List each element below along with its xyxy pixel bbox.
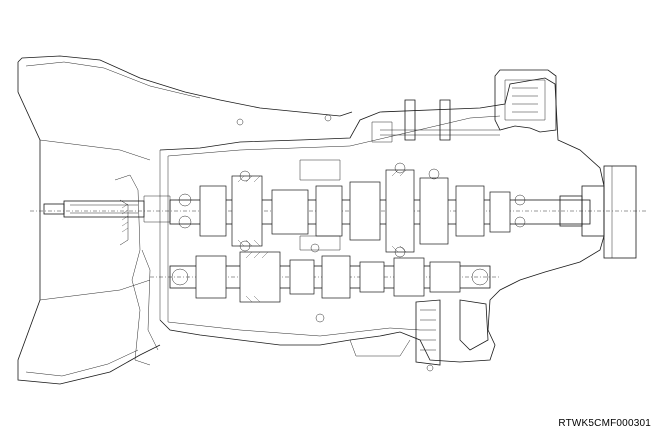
reverse-idler-housing (349, 299, 489, 372)
main-shaft (30, 162, 648, 258)
main-case (159, 77, 605, 363)
input-shaft (43, 195, 171, 223)
output-flange (559, 165, 637, 259)
shift-tower (371, 69, 557, 143)
counter-shaft (150, 251, 500, 303)
clutch-release-area (114, 174, 159, 366)
figure-reference-code: RTWK5CMF000301 (558, 418, 651, 429)
bell-housing (17, 55, 353, 385)
bearings (178, 159, 526, 323)
